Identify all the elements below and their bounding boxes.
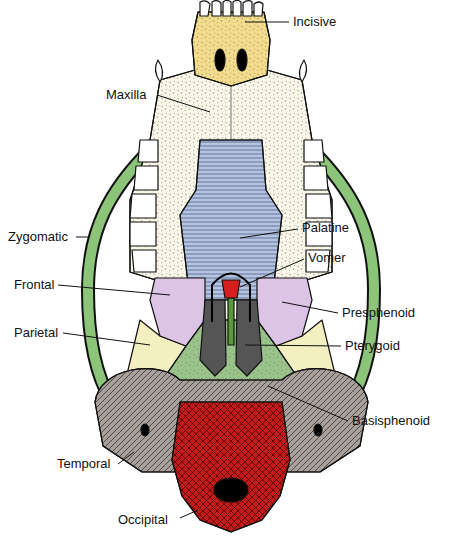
part-label: Zygomatic bbox=[8, 229, 68, 245]
part-label: Parietal bbox=[14, 325, 58, 341]
part-label: Maxilla bbox=[106, 87, 146, 103]
part-label: Vomer bbox=[308, 250, 346, 266]
leader-lines bbox=[58, 22, 348, 518]
part-label: Occipital bbox=[118, 512, 168, 528]
part-label: Palatine bbox=[302, 220, 349, 236]
part-label: Temporal bbox=[57, 456, 110, 472]
part-label: Incisive bbox=[293, 14, 336, 30]
part-label: Frontal bbox=[14, 277, 54, 293]
part-label: Pterygoid bbox=[345, 338, 400, 354]
part-label: Basisphenoid bbox=[352, 413, 430, 429]
part-label: Presphenoid bbox=[342, 305, 415, 321]
